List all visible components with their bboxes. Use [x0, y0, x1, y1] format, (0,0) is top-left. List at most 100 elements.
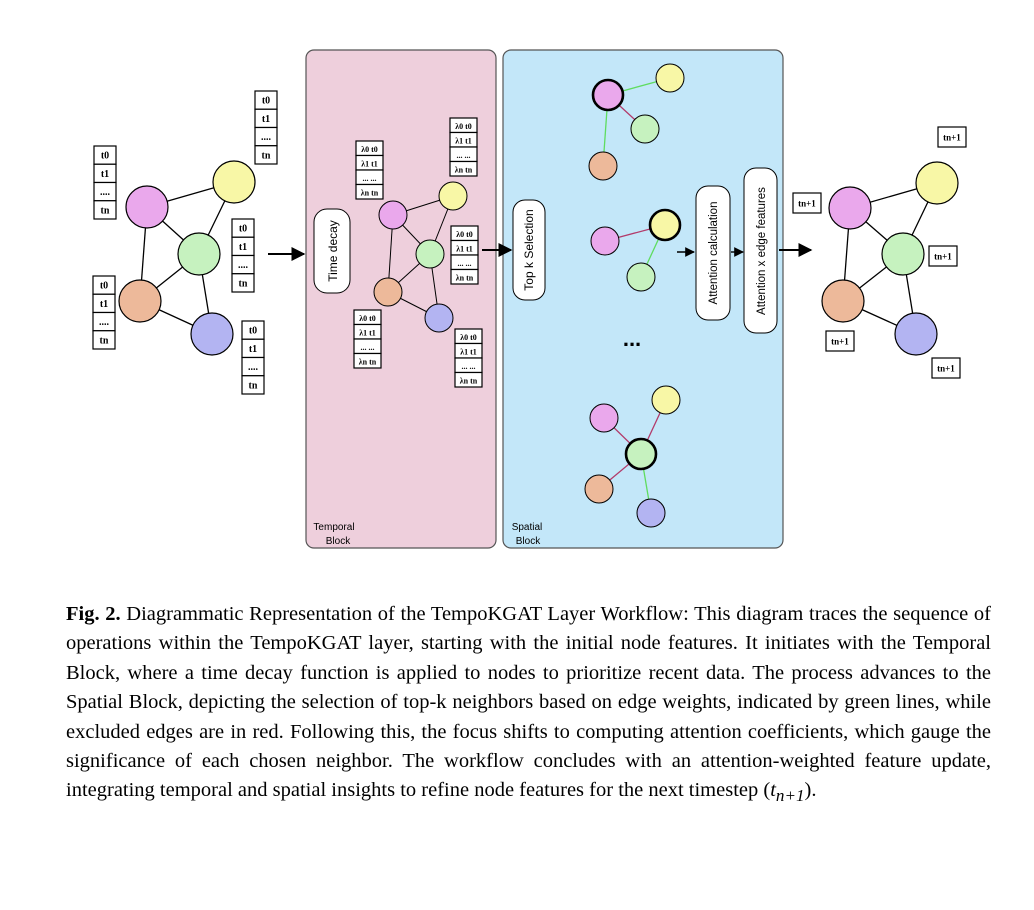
- box-cell-label: t0: [239, 224, 247, 235]
- box-cell: [454, 371, 483, 388]
- output-node-green: [881, 232, 925, 276]
- box-cell-label: tn+1: [937, 364, 955, 374]
- subgraph1-center-pink: [591, 78, 625, 112]
- temporal-node-orange: [373, 277, 403, 307]
- box-cell: [92, 330, 116, 350]
- subgraph3-node-pink: [589, 403, 619, 433]
- temporal-node-blue: [424, 303, 454, 333]
- subgraph3-node-blue: [636, 498, 666, 528]
- subgraph1-node-orange: [588, 151, 618, 181]
- subgraph3-center-green: [624, 437, 658, 471]
- box-cell-label: ....: [238, 260, 249, 271]
- box-cell-label: λ1 t1: [455, 136, 472, 145]
- box-cell-label: tn+1: [934, 252, 952, 262]
- box-cell: [93, 200, 117, 220]
- box-cell-label: t1: [249, 344, 257, 355]
- box-cell-label: t0: [100, 281, 108, 292]
- top-k-selection-box: [512, 199, 546, 301]
- box-cell-label: λn tn: [361, 188, 379, 197]
- subgraph-ellipsis: ...: [623, 326, 641, 351]
- box-cell-label: λ1 t1: [359, 328, 376, 337]
- feature-box: t0 t1.... tn: [93, 145, 117, 220]
- box-cell-label: λn tn: [455, 165, 473, 174]
- time-decay-box: [313, 208, 351, 294]
- temporal-block-label: Temporal: [313, 522, 354, 533]
- box-cell-label: t1: [100, 299, 108, 310]
- box-cell-label: λ0 t0: [456, 230, 473, 239]
- output-feature-box: tn+1: [931, 357, 961, 379]
- box-cell-label: tn: [101, 205, 110, 216]
- box-cell: [254, 145, 278, 165]
- box-cell: [450, 268, 479, 285]
- box-cell: [937, 126, 967, 148]
- box-cell-label: λ0 t0: [460, 333, 477, 342]
- subgraph2-node-green: [626, 262, 656, 292]
- caption-label: Fig. 2.: [66, 603, 121, 625]
- box-cell-label: tn+1: [798, 199, 816, 209]
- box-cell-label: tn+1: [943, 133, 961, 143]
- box-cell: [931, 357, 961, 379]
- graph-node-yellow: [212, 160, 256, 204]
- box-cell-label: ... ...: [462, 362, 476, 371]
- box-cell-label: λ0 t0: [361, 145, 378, 154]
- box-cell-label: tn: [262, 150, 271, 161]
- caption-end: ).: [804, 779, 817, 802]
- graph-node-orange: [118, 279, 162, 323]
- box-cell-label: ....: [99, 317, 110, 328]
- top-k-selection-label: Top k Selection: [522, 209, 536, 290]
- box-cell-label: λ1 t1: [456, 244, 473, 253]
- attention-calculation-label: Attention calculation: [708, 202, 720, 305]
- output-feature-box: tn+1: [792, 192, 822, 214]
- decay-box: λ0 t0 λ1 t1 ... ... λn tn: [450, 225, 479, 285]
- output-node-blue: [894, 312, 938, 356]
- temporal-block-label-2: Block: [326, 536, 351, 547]
- graph-node-blue: [190, 312, 234, 356]
- spatial-block-label-2: Block: [516, 536, 541, 547]
- box-cell-label: t1: [101, 169, 109, 180]
- box-cell-label: ....: [261, 132, 272, 143]
- time-decay-label: Time decay: [326, 220, 340, 282]
- box-cell: [241, 375, 265, 395]
- caption-text: Diagrammatic Representation of the Tempo…: [66, 603, 991, 802]
- box-cell-label: tn: [239, 278, 248, 289]
- box-cell-label: ... ...: [457, 151, 471, 160]
- subgraph3-node-yellow: [651, 385, 681, 415]
- box-cell: [449, 160, 478, 177]
- feature-box: t0 t1.... tn: [92, 275, 116, 350]
- box-cell-label: ... ...: [363, 174, 377, 183]
- box-cell-label: λn tn: [456, 273, 474, 282]
- box-cell-label: λ1 t1: [460, 347, 477, 356]
- box-cell-label: tn+1: [831, 337, 849, 347]
- box-cell: [825, 330, 855, 352]
- attention-calculation-box: [695, 185, 731, 321]
- spatial-block-label: Spatial: [512, 522, 543, 533]
- graph-node-green: [177, 232, 221, 276]
- box-cell-label: ....: [100, 187, 111, 198]
- workflow-diagram: Temporal Block Spatial Block t0t1....tn …: [92, 49, 967, 549]
- box-cell-label: ....: [248, 362, 259, 373]
- box-cell-label: tn: [100, 335, 109, 346]
- output-feature-box: tn+1: [825, 330, 855, 352]
- output-feature-box: tn+1: [928, 245, 958, 267]
- graph-node-pink: [125, 185, 169, 229]
- subgraph2-center-yellow: [648, 208, 682, 242]
- spatial-block-panel: [502, 49, 784, 549]
- caption-math-sub: n+1: [775, 786, 805, 806]
- box-cell-label: λn tn: [359, 357, 377, 366]
- temporal-node-yellow: [438, 181, 468, 211]
- box-cell-label: ... ...: [361, 343, 375, 352]
- output-node-yellow: [915, 161, 959, 205]
- box-cell: [792, 192, 822, 214]
- box-cell-label: ... ...: [458, 259, 472, 268]
- output-node-orange: [821, 279, 865, 323]
- subgraph1-node-yellow: [655, 63, 685, 93]
- attention-edge-features-box: [743, 167, 778, 334]
- box-cell-label: t0: [101, 151, 109, 162]
- subgraph2-node-pink: [590, 226, 620, 256]
- figure-caption: Fig. 2. Diagrammatic Representation of t…: [66, 603, 991, 806]
- box-cell: [928, 245, 958, 267]
